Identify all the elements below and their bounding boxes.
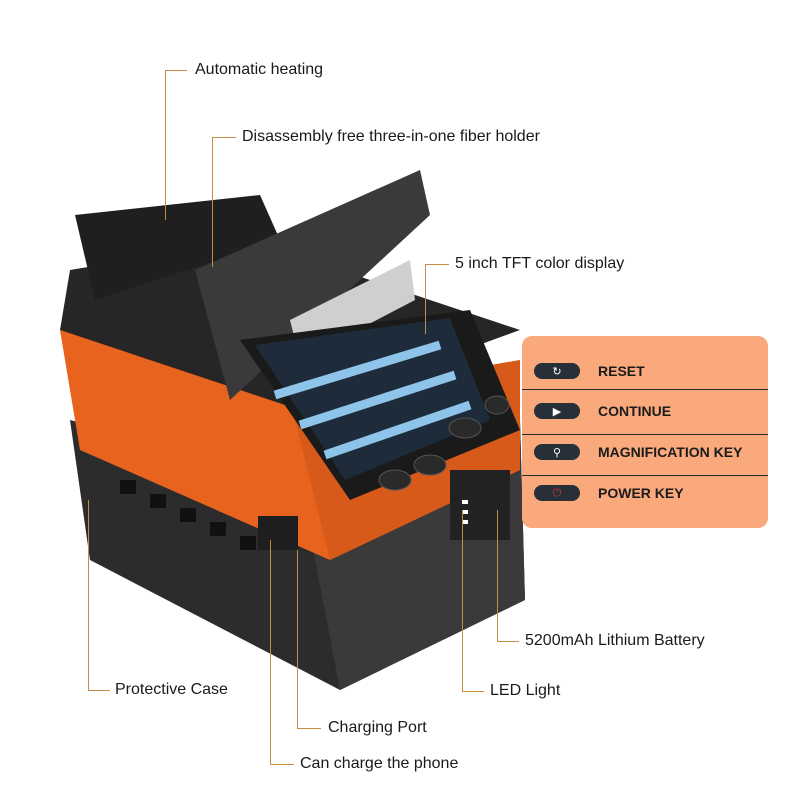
power-icon: ⏻ <box>534 485 580 501</box>
callout-charge-phone: Can charge the phone <box>300 755 459 772</box>
magnifier-icon: ⚲ <box>534 444 580 460</box>
heater <box>75 195 280 300</box>
key-label-reset: RESET <box>598 363 645 379</box>
callout-led-light: LED Light <box>490 682 561 699</box>
key-label-power: POWER KEY <box>598 485 684 501</box>
callout-protective-case: Protective Case <box>115 681 228 698</box>
charging-port <box>258 516 298 550</box>
key-label-magnification: MAGNIFICATION KEY <box>598 444 743 460</box>
callout-charging-port: Charging Port <box>328 719 427 736</box>
divider <box>522 434 768 435</box>
keys-panel: ↻ RESET ▶ CONTINUE ⚲ MAGNIFICATION KEY ⏻… <box>522 336 768 528</box>
play-icon: ▶ <box>534 403 580 419</box>
callout-fiber-holder: Disassembly free three-in-one fiber hold… <box>242 128 540 145</box>
callout-automatic-heating: Automatic heating <box>195 61 324 78</box>
key-row-power: ⏻ POWER KEY <box>522 473 768 513</box>
key-row-reset: ↻ RESET <box>522 351 768 391</box>
reset-icon: ↻ <box>534 363 580 379</box>
key-row-continue: ▶ CONTINUE <box>522 391 768 431</box>
key-label-continue: CONTINUE <box>598 403 672 419</box>
divider <box>522 389 768 390</box>
battery-module <box>450 470 510 540</box>
callout-display: 5 inch TFT color display <box>455 255 625 272</box>
callout-battery: 5200mAh Lithium Battery <box>525 632 705 649</box>
key-row-magnification: ⚲ MAGNIFICATION KEY <box>522 432 768 472</box>
divider <box>522 475 768 476</box>
